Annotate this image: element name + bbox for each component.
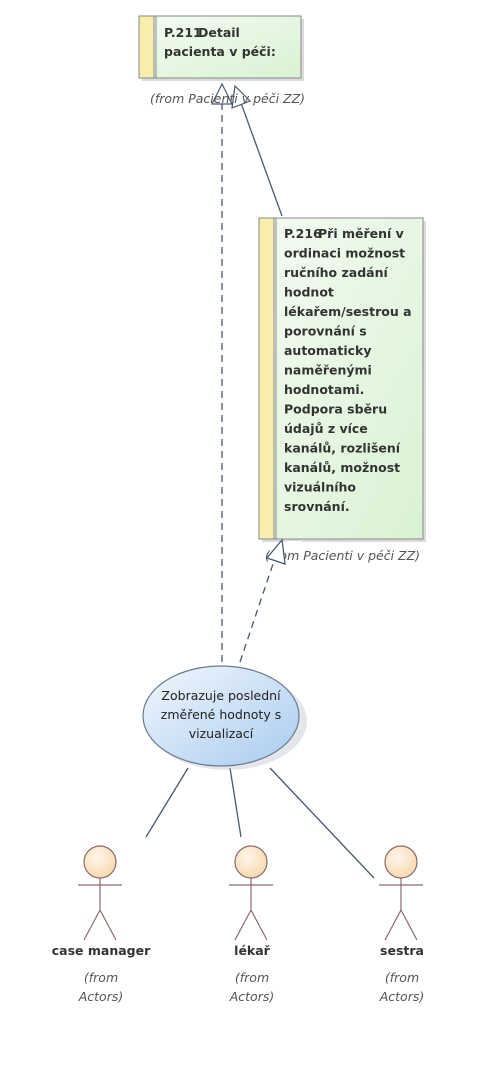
requirement-p216-line-2: ordinaci možnost — [284, 246, 405, 261]
requirement-p216-line-15: srovnání. — [284, 499, 350, 514]
actor-left-leg — [234, 909, 252, 941]
requirement-p216-id: P.216 — [284, 226, 322, 241]
requirement-p216-line-12: kanálů, rozlišení — [284, 441, 401, 456]
actor-name: case manager — [52, 943, 151, 958]
actor-right-leg — [99, 909, 117, 941]
requirement-p216-line-14: vizuálního — [284, 480, 356, 495]
actor-left-leg — [83, 909, 101, 941]
requirement-p216-line-10: Podpora sběru — [284, 402, 387, 417]
realization-line-uc-to-p216 — [239, 557, 276, 663]
actor-from-line-2: Actors) — [379, 989, 425, 1004]
requirement-p216-line-4: hodnot — [284, 285, 334, 300]
use-case-line-2: změřené hodnoty s — [161, 707, 281, 722]
use-case-line-1: Zobrazuje poslední — [161, 688, 281, 703]
requirement-p211-id: P.211 — [164, 25, 202, 40]
requirement-p216-line-6: porovnání s — [284, 324, 367, 339]
requirement-p216-stripe — [258, 217, 275, 540]
association-lekar — [229, 767, 242, 838]
use-case-zobrazuje[interactable]: Zobrazuje poslední změřené hodnoty s viz… — [142, 665, 307, 770]
actor-right-leg — [250, 909, 268, 941]
requirement-p216-line-13: kanálů, možnost — [284, 460, 400, 475]
requirement-p216-line-3: ručního zadání — [284, 265, 388, 280]
actor-from-line-2: Actors) — [229, 989, 275, 1004]
actor-from-line-2: Actors) — [78, 989, 124, 1004]
requirement-p216-line-5: lékařem/sestrou a — [284, 304, 412, 319]
requirement-p216-from: (from Pacienti v péči ZZ) — [265, 548, 420, 563]
requirement-p216-line-8: naměřenými — [284, 363, 372, 378]
requirement-p216-line-11: údajů z více — [284, 421, 368, 436]
association-case-manager — [145, 767, 189, 838]
requirement-p216[interactable]: P.216 Při měření v ordinaci možnost ručníh… — [258, 217, 426, 542]
requirement-p216-line-7: automaticky — [284, 343, 372, 358]
realization-arrowhead-p216-top — [265, 538, 286, 565]
requirement-p211-stripe — [138, 15, 155, 79]
use-case-line-3: vizualizací — [189, 726, 254, 741]
requirement-p216-box — [258, 217, 424, 540]
realization-arrowhead-p211 — [211, 82, 233, 105]
actor-right-leg — [400, 909, 418, 941]
from-label-mask — [286, 541, 302, 563]
connectors — [145, 82, 375, 879]
use-case-ellipse — [142, 665, 300, 767]
actor-name: sestra — [380, 943, 424, 958]
generalization-line-p216-to-p211 — [240, 102, 283, 217]
generalization-arrowhead-p211 — [231, 84, 252, 109]
requirement-p211[interactable]: P.211 Detail pacienta v péči: — [138, 15, 304, 81]
actor-from-line-1: (from — [235, 970, 269, 985]
requirement-p216-text: Při měření v ordinaci možnost ručního zadá… — [284, 226, 412, 514]
actor-from-line-1: (from — [84, 970, 118, 985]
actor-head-icon — [234, 845, 268, 879]
requirement-p211-box — [138, 15, 302, 79]
actor-left-leg — [384, 909, 402, 941]
association-sestra — [269, 767, 375, 879]
requirement-p216-line-9: hodnotami. — [284, 382, 364, 397]
requirement-p211-from: (from Pacienti v péči ZZ) — [150, 91, 305, 106]
actor-from-line-1: (from — [385, 970, 419, 985]
requirement-p211-title-line-1: Detail — [198, 25, 240, 40]
actor-head-icon — [384, 845, 418, 879]
requirement-p211-title-line-2: pacienta v péči: — [164, 44, 276, 59]
actor-name: lékař — [234, 943, 271, 958]
actor-head-icon — [83, 845, 117, 879]
requirement-p216-line-1: Při měření v — [318, 226, 404, 241]
